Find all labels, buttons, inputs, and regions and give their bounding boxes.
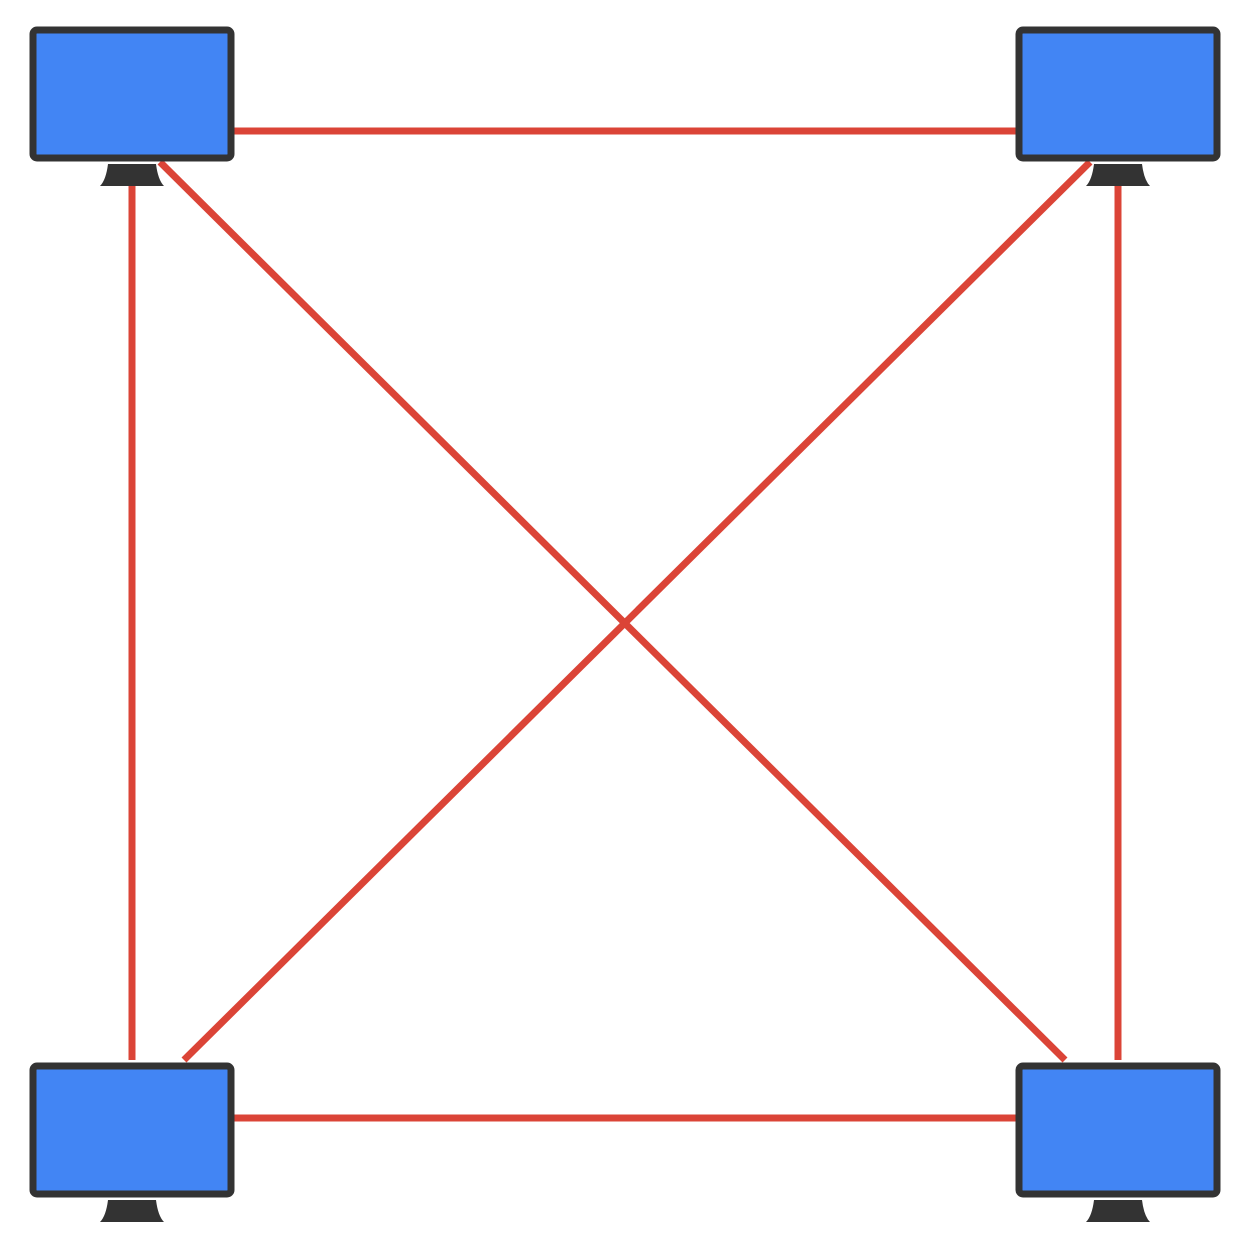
computer-top-left [29, 26, 235, 186]
computer-top-right [1015, 26, 1221, 186]
monitor-stand [100, 1200, 164, 1222]
monitor-icon [29, 26, 235, 186]
computer-bottom-right [1015, 1062, 1221, 1222]
monitor-screen [29, 1062, 235, 1198]
link-top-left-to-bottom-right [157, 159, 1068, 1063]
links-layer [128, 127, 1122, 1122]
link-top-right-to-bottom-left [181, 159, 1093, 1063]
nodes-layer [29, 26, 1221, 1222]
monitor-icon [1015, 26, 1221, 186]
monitor-screen [29, 26, 235, 162]
monitor-screen [1015, 26, 1221, 162]
monitor-stand [100, 164, 164, 186]
monitor-icon [29, 1062, 235, 1222]
computer-bottom-left [29, 1062, 235, 1222]
monitor-stand [1086, 164, 1150, 186]
monitor-screen [1015, 1062, 1221, 1198]
monitor-icon [1015, 1062, 1221, 1222]
monitor-stand [1086, 1200, 1150, 1222]
